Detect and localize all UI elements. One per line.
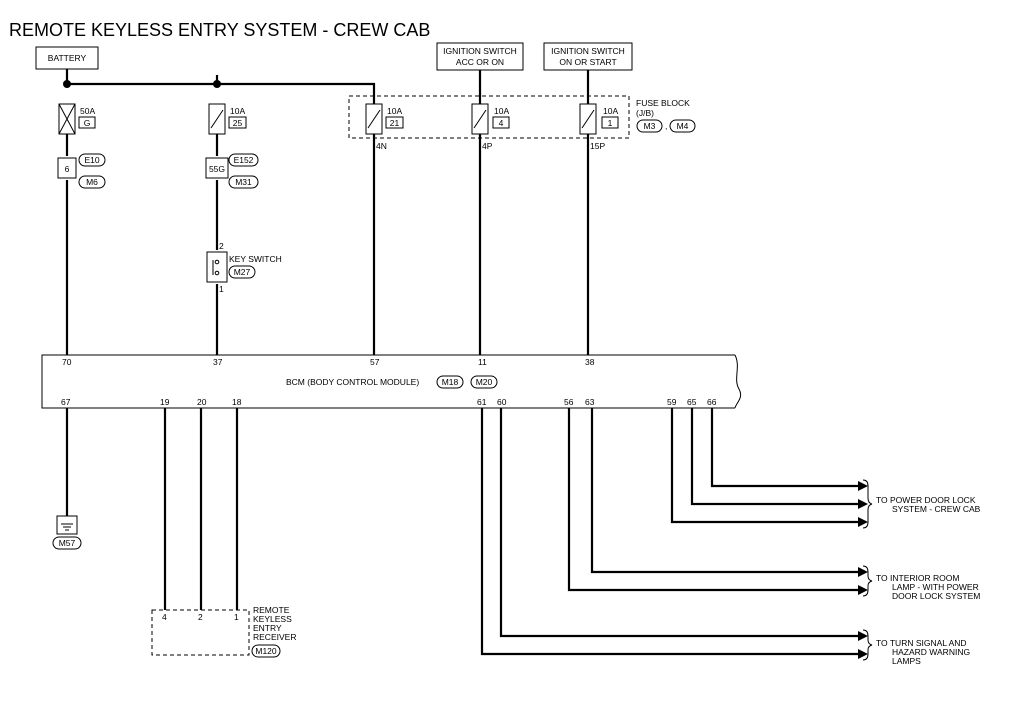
connector-e152-pin: 55G [209, 164, 225, 174]
bcm-pin-38: 38 [585, 357, 595, 367]
receiver-label-2: KEYLESS [253, 614, 292, 624]
battery-source: BATTERY [35, 46, 99, 70]
ignition-on-source: IGNITION SWITCH ON OR START [543, 42, 633, 71]
remote-keyless-entry-receiver: 4 2 1 REMOTE KEYLESS ENTRY RECEIVER M120 [151, 605, 296, 658]
fuse-4-rating: 10A [494, 106, 509, 116]
bcm-pin-61: 61 [477, 397, 487, 407]
fuse-1-id: 1 [608, 118, 613, 128]
connector-e152-m31: 55G E152 M31 [205, 153, 259, 189]
bcm-pin-18: 18 [232, 397, 242, 407]
ign-acc-label-1: IGNITION SWITCH [443, 46, 517, 56]
receiver-label-1: REMOTE [253, 605, 290, 615]
ground: M57 [52, 408, 82, 550]
fuse-50a-rating: 50A [80, 106, 95, 116]
fuse-10a-25: 10A 25 [208, 103, 247, 135]
ground-conn: M57 [59, 538, 76, 548]
fuse-25-rating: 10A [230, 106, 245, 116]
bcm-pin-70: 70 [62, 357, 72, 367]
fuse-block-term-a: 4N [376, 141, 387, 151]
bcm-pin-37: 37 [213, 357, 223, 367]
fuse-block-conn-sep: , [665, 121, 667, 131]
bcm-pin-66: 66 [707, 397, 717, 407]
fuse-10a-1: 10A 1 [579, 103, 619, 135]
fuse-21-id: 21 [390, 118, 400, 128]
key-switch: 2 1 KEY SWITCH M27 [206, 241, 282, 294]
fuse-10a-4: 10A 4 [471, 103, 510, 135]
bcm-module: 70 37 57 11 38 BCM (BODY CONTROL MODULE)… [41, 354, 742, 409]
dest-door-lock-2: SYSTEM - CREW CAB [892, 504, 981, 514]
ign-on-label-1: IGNITION SWITCH [551, 46, 625, 56]
battery-bus [63, 69, 376, 104]
bcm-pin-11: 11 [478, 357, 487, 367]
fuse-block-jb: (J/B) [636, 108, 654, 118]
receiver-conn: M120 [255, 646, 277, 656]
bcm-pin-59: 59 [667, 397, 677, 407]
key-switch-conn: M27 [234, 267, 251, 277]
fuse-1-rating: 10A [603, 106, 618, 116]
connector-e152-label: E152 [234, 155, 254, 165]
dest-interior-1: TO INTERIOR ROOM [876, 573, 959, 583]
bcm-pin-19: 19 [160, 397, 170, 407]
bcm-label: BCM (BODY CONTROL MODULE) [286, 377, 419, 387]
fuse-block: FUSE BLOCK (J/B) M3 , M4 4N 4P 15P [348, 95, 696, 151]
output-wires [480, 408, 868, 659]
connector-e10-pin: 6 [65, 164, 70, 174]
connector-e10-m6: 6 E10 M6 [57, 153, 106, 189]
receiver-label-4: RECEIVER [253, 632, 296, 642]
fuse-block-conn-a: M3 [644, 121, 656, 131]
ignition-acc-source: IGNITION SWITCH ACC OR ON [436, 42, 524, 71]
battery-label: BATTERY [48, 53, 87, 63]
ign-acc-label-2: ACC OR ON [456, 57, 504, 67]
bcm-pin-20: 20 [197, 397, 207, 407]
fuse-block-conn-b: M4 [677, 121, 689, 131]
fuse-block-term-b: 4P [482, 141, 493, 151]
bcm-pin-63: 63 [585, 397, 595, 407]
bcm-pin-65: 65 [687, 397, 697, 407]
dest-turn-signal: TO TURN SIGNAL AND HAZARD WARNING LAMPS [876, 638, 970, 666]
fuse-4-id: 4 [499, 118, 504, 128]
key-switch-pin-top: 2 [219, 241, 224, 251]
bcm-conn-a: M18 [442, 377, 459, 387]
bcm-pin-67: 67 [61, 397, 71, 407]
receiver-pin-2: 2 [198, 612, 203, 622]
bcm-pins-top: 70 37 57 11 38 [62, 357, 595, 367]
dest-turn-1: TO TURN SIGNAL AND [876, 638, 967, 648]
fuse-21-rating: 10A [387, 106, 402, 116]
connector-m6-label: M6 [86, 177, 98, 187]
dest-door-lock-1: TO POWER DOOR LOCK [876, 495, 976, 505]
receiver-label-3: ENTRY [253, 623, 282, 633]
key-switch-pin-bot: 1 [219, 284, 224, 294]
dest-turn-2: HAZARD WARNING [892, 647, 970, 657]
bcm-pin-60: 60 [497, 397, 507, 407]
connector-e10-label: E10 [84, 155, 99, 165]
key-switch-label: KEY SWITCH [229, 254, 282, 264]
receiver-wires [163, 408, 239, 610]
fuse-50a: 50A G [58, 103, 96, 135]
dest-power-door-lock: TO POWER DOOR LOCK SYSTEM - CREW CAB [876, 495, 981, 514]
bcm-pin-56: 56 [564, 397, 574, 407]
fuse-50a-id: G [84, 118, 91, 128]
bcm-pins-bottom: 67 19 20 18 61 60 56 63 59 65 66 [61, 397, 717, 407]
fuse-25-id: 25 [233, 118, 243, 128]
bcm-pin-57: 57 [370, 357, 380, 367]
fuse-10a-21: 10A 21 [365, 103, 404, 135]
fuse-block-label: FUSE BLOCK [636, 98, 690, 108]
dest-interior-3: DOOR LOCK SYSTEM [892, 591, 980, 601]
bcm-conn-b: M20 [476, 377, 493, 387]
diagram-title: REMOTE KEYLESS ENTRY SYSTEM - CREW CAB [9, 20, 430, 40]
dest-turn-3: LAMPS [892, 656, 921, 666]
receiver-pin-1: 1 [234, 612, 239, 622]
fuse-block-term-c: 15P [590, 141, 605, 151]
connector-m31-label: M31 [235, 177, 252, 187]
dest-interior-2: LAMP - WITH POWER [892, 582, 979, 592]
receiver-pin-4: 4 [162, 612, 167, 622]
ign-on-label-2: ON OR START [559, 57, 616, 67]
dest-interior-room-lamp: TO INTERIOR ROOM LAMP - WITH POWER DOOR … [876, 573, 980, 601]
